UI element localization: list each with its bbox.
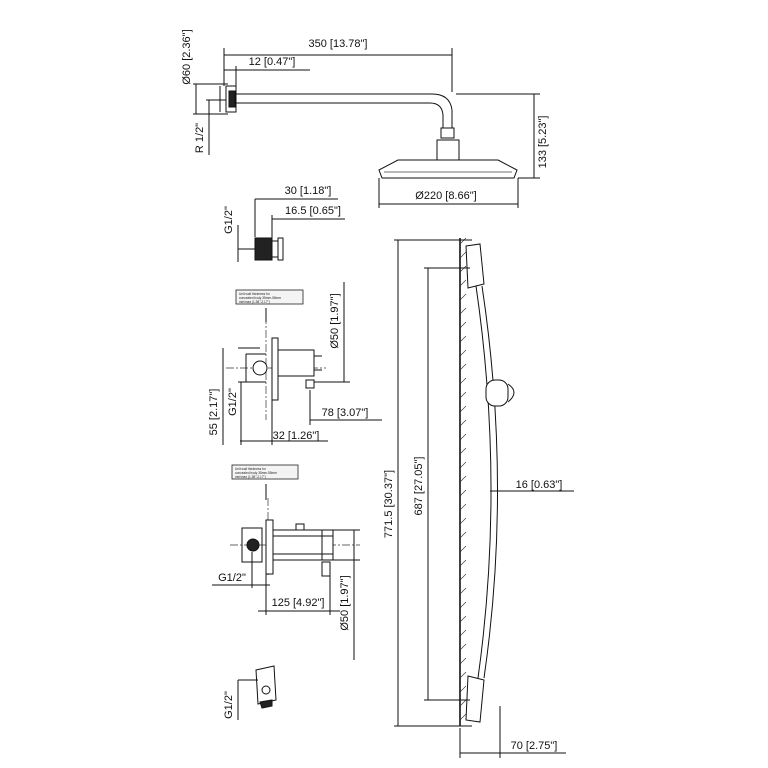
diverter-offset-label: 32 [1.26"] [273, 430, 320, 442]
wall-hatching [459, 237, 467, 721]
shower-head-disk [378, 159, 518, 179]
shower-arm-wall-block [228, 90, 236, 108]
flange-diameter-label: Ø60 [2.36"] [181, 29, 193, 84]
slide-bar-holder [485, 379, 509, 407]
svg-text:min/max (1.38"-2.17"): min/max (1.38"-2.17") [239, 300, 270, 304]
diverter-diameter-label: Ø50 [1.97"] [329, 293, 341, 348]
diverter-flange [271, 337, 279, 401]
wall-outlet-body [254, 237, 273, 261]
shower-head-height-label: 133 [5.23"] [537, 116, 549, 169]
svg-text:concealed body 35mm-55mm: concealed body 35mm-55mm [239, 296, 281, 300]
shower-head-hub [436, 139, 460, 161]
slide-bar-rail-length-label: 687 [27.05"] [413, 457, 425, 516]
thermostatic-length-label: 125 [4.92"] [272, 597, 325, 609]
diverter-valve-assembly: Unit wall thickness for concealed body 3… [208, 282, 382, 445]
wall-offset-label: 12 [0.47"] [249, 56, 296, 68]
outlet-depth-label: 30 [1.18"] [285, 185, 332, 197]
elbow-body [255, 665, 277, 705]
diverter-thread-label: G1/2" [227, 388, 239, 416]
shower-head-diameter-label: Ø220 [8.66"] [415, 190, 476, 202]
diverter-length-label: 78 [3.07"] [322, 407, 369, 419]
diverter-note-box [235, 289, 304, 305]
diverter-connector [252, 360, 268, 376]
thermostatic-valve-assembly: Unit wall thickness for concealed body 3… [212, 464, 360, 660]
svg-text:Unit wall thickness for: Unit wall thickness for [235, 467, 267, 471]
thermostatic-connector [246, 538, 260, 552]
slide-bar-assembly: 771.5 [30.37"] 687 [27.05"] 16 [0.63"] 7… [383, 237, 574, 758]
arm-thread-label: R 1/2" [194, 123, 206, 153]
shower-arm-joint [440, 127, 455, 139]
elbow-thread-label: G1/2" [223, 691, 235, 719]
slide-bar-top-bracket [465, 243, 485, 289]
thermostatic-thread-label: G1/2" [218, 572, 246, 584]
wall-outlet-assembly: 30 [1.18"] 16.5 [0.65"] G1/2" [223, 185, 345, 262]
svg-text:concealed body 35mm-55mm: concealed body 35mm-55mm [235, 471, 277, 475]
diverter-depth-label: 55 [2.17"] [208, 389, 220, 436]
svg-text:min/max (1.38"-2.17"): min/max (1.38"-2.17") [235, 475, 266, 479]
svg-text:Unit wall thickness for: Unit wall thickness for [239, 292, 271, 296]
slide-bar-projection-label: 70 [2.75"] [511, 740, 558, 752]
outlet-thread-label: G1/2" [223, 206, 235, 234]
shower-head-assembly: 350 [13.78"] 12 [0.47"] Ø60 [2.36"] R 1/… [181, 29, 549, 208]
thermostatic-body [272, 529, 334, 561]
elbow-assembly: G1/2" [223, 665, 277, 720]
rail-diameter-label: 16 [0.63"] [516, 479, 563, 491]
thermostatic-note-box [231, 464, 299, 480]
slide-bar-total-height-label: 771.5 [30.37"] [383, 470, 395, 538]
shower-arm-length-label: 350 [13.78"] [309, 38, 368, 50]
diverter-body [277, 349, 315, 377]
slide-bar-rail [475, 285, 492, 679]
slide-bar-bottom-bracket [465, 675, 485, 723]
thermostatic-flange [265, 519, 274, 575]
shower-arm [236, 93, 453, 130]
thermostatic-diameter-label: Ø50 [1.97"] [339, 575, 351, 630]
outlet-flange-label: 16.5 [0.65"] [285, 205, 341, 217]
